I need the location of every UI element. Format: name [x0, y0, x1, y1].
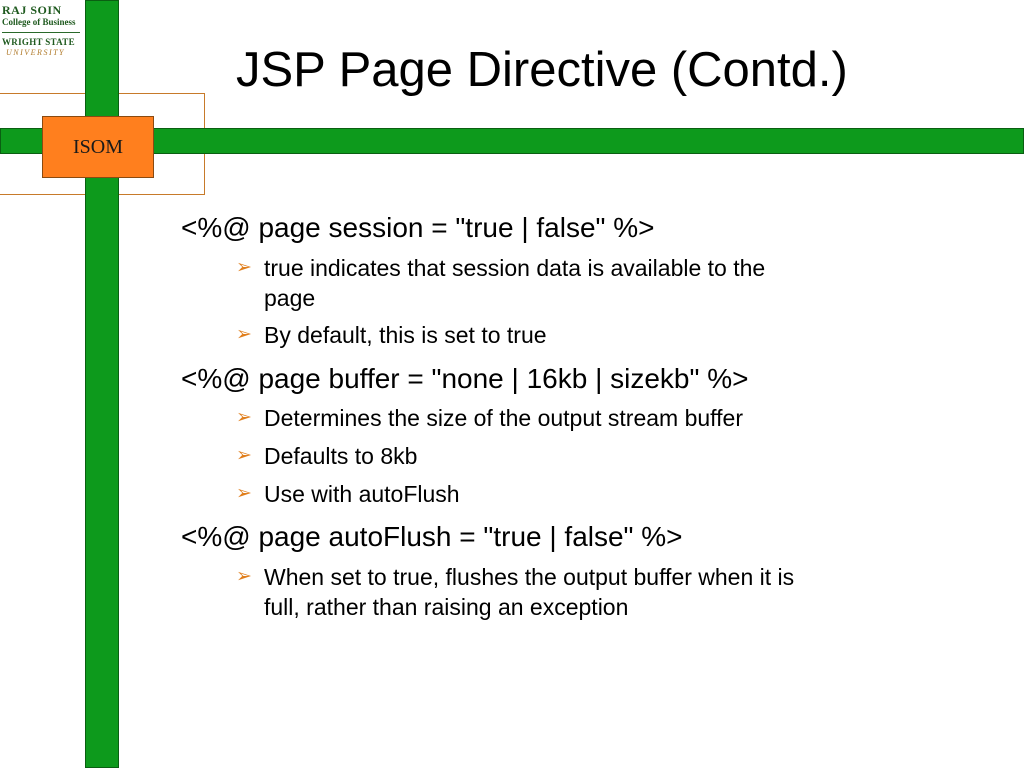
arrow-bullet-icon: ➢ [236, 566, 252, 587]
sub-bullet-autoflush-behavior: ➢ When set to true, flushes the output b… [236, 562, 795, 622]
arrow-bullet-icon: ➢ [236, 483, 252, 504]
bullet-autoflush-directive: <%@ page autoFlush = "true | false" %> [181, 520, 683, 554]
bullet-text-line-2: full, rather than raising an exception [264, 594, 629, 620]
bullet-text: <%@ page session = "true | false" %> [181, 212, 655, 243]
bullet-text: By default, this is set to true [264, 322, 547, 348]
arrow-bullet-icon: ➢ [236, 257, 252, 278]
sub-bullet-buffer-size: ➢ Determines the size of the output stre… [236, 403, 743, 433]
horizontal-green-bar [0, 128, 1024, 154]
bullet-text: Determines the size of the output stream… [264, 405, 743, 431]
bullet-text: <%@ page buffer = "none | 16kb | sizekb"… [181, 363, 749, 394]
logo-line-3: WRIGHT STATE [2, 37, 75, 47]
bullet-session-directive: <%@ page session = "true | false" %> [181, 211, 655, 245]
sub-bullet-buffer-default: ➢ Defaults to 8kb [236, 441, 418, 471]
bullet-buffer-directive: <%@ page buffer = "none | 16kb | sizekb"… [181, 362, 748, 396]
bullet-text: Defaults to 8kb [264, 443, 418, 469]
logo-line-2: College of Business [2, 17, 76, 27]
logo-line-1: RAJ SOIN [2, 3, 62, 17]
arrow-bullet-icon: ➢ [236, 324, 252, 345]
arrow-bullet-icon: ➢ [236, 407, 252, 428]
logo-line-4: UNIVERSITY [6, 48, 65, 57]
bullet-text: Use with autoFlush [264, 481, 460, 507]
bullet-text: <%@ page autoFlush = "true | false" %> [181, 521, 683, 552]
bullet-text-line-1: When set to true, flushes the output buf… [264, 564, 795, 590]
bullet-text-line-2: page [264, 285, 316, 311]
sub-bullet-buffer-autoflush: ➢ Use with autoFlush [236, 479, 460, 509]
arrow-bullet-icon: ➢ [236, 445, 252, 466]
slide-title: JSP Page Directive (Contd.) [236, 43, 848, 97]
university-logo: RAJ SOIN College of Business WRIGHT STAT… [2, 3, 84, 87]
bullet-text-line-1: true indicates that session data is avai… [264, 255, 766, 281]
sub-bullet-session-default: ➢ By default, this is set to true [236, 320, 547, 350]
isom-badge: ISOM [42, 116, 154, 178]
logo-divider [2, 32, 80, 33]
isom-badge-label: ISOM [72, 135, 123, 158]
sub-bullet-session-true: ➢ true indicates that session data is av… [236, 253, 766, 313]
